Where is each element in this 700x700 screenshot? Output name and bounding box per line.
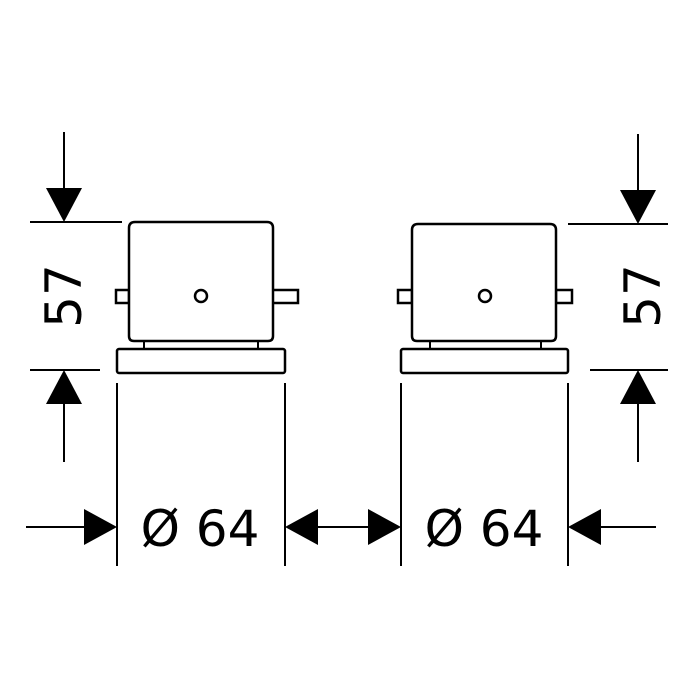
left-handle-body [127,220,275,343]
width-dimensions: Ø 64 Ø 64 [26,383,656,566]
right-base-plate [399,347,570,375]
right-handle-left-stem [396,288,414,305]
left-handle-left-stem [114,288,131,305]
left-handle-assembly [114,220,300,375]
left-indicator-dot [193,288,209,304]
left-width-arrow [84,509,117,545]
right-height-label: 57 [614,264,672,328]
right-handle-body [410,222,558,343]
right-width-arrow [568,509,601,545]
right-handle-right-stem [554,288,574,305]
left-height-arrow-down [46,188,82,222]
right-diameter-label: Ø 64 [425,500,544,558]
middle-arrow-left [285,509,318,545]
left-diameter-label: Ø 64 [141,500,260,558]
right-height-arrow-up [620,370,656,404]
left-base-plate [115,347,287,375]
left-height-label: 57 [35,264,93,328]
right-height-dimension: 57 [568,134,672,462]
left-height-arrow-up [46,370,82,404]
right-handle-assembly [396,222,574,375]
right-height-arrow-down [620,190,656,224]
middle-arrow-right [368,509,401,545]
left-handle-right-stem [270,288,300,305]
right-indicator-dot [477,288,493,304]
left-height-dimension: 57 [30,132,122,462]
